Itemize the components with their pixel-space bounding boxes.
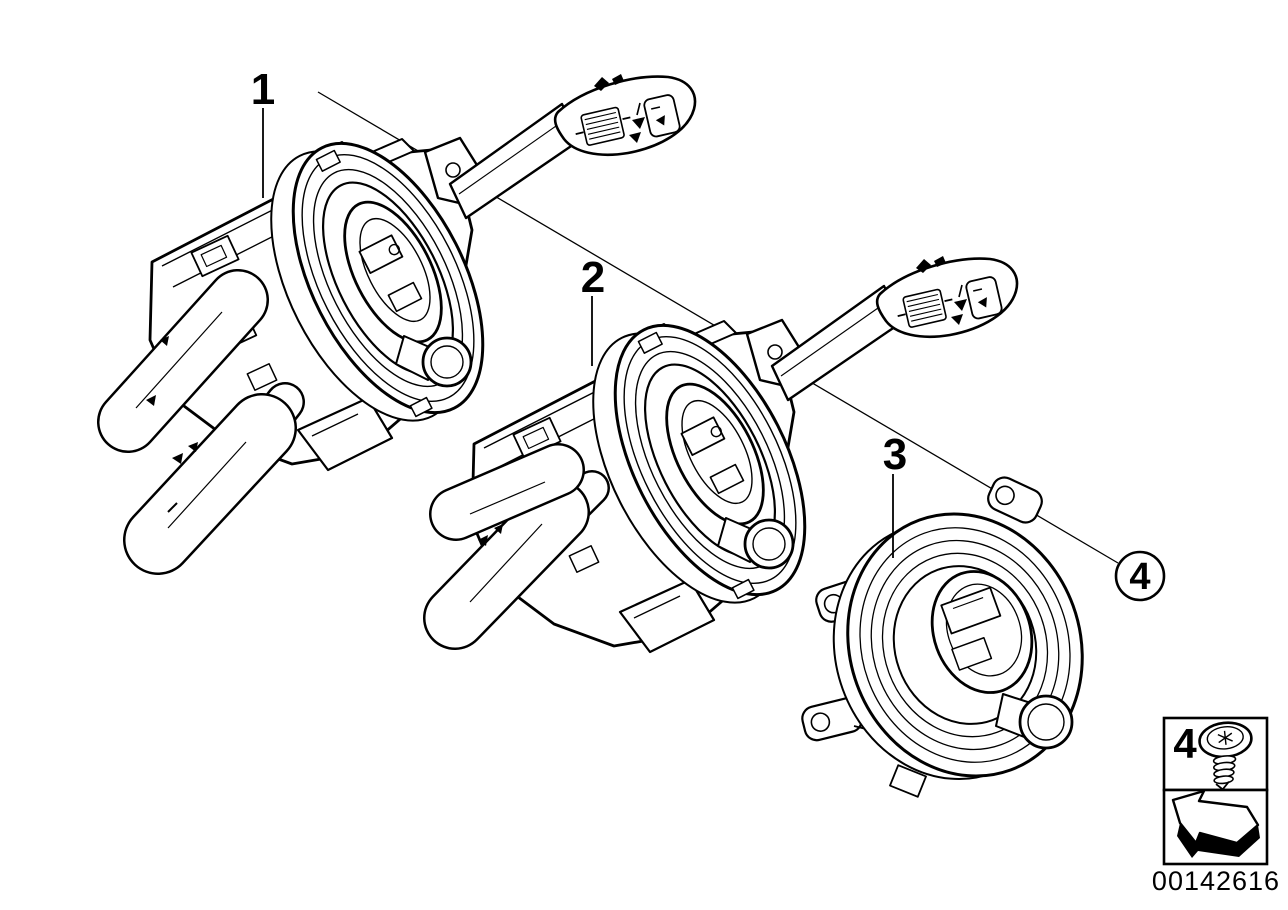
callout-4-label: 4: [1129, 556, 1150, 598]
callout-2[interactable]: 2: [581, 253, 605, 366]
callout-4-circle[interactable]: [1114, 550, 1166, 602]
return-arrow-icon: [1171, 789, 1260, 858]
callout-1[interactable]: 1: [251, 65, 275, 198]
callout-3[interactable]: 3: [883, 430, 907, 558]
callout-4-balloon[interactable]: 4: [1114, 550, 1166, 602]
callout-3-label[interactable]: 3: [883, 430, 907, 479]
callout-1-label[interactable]: 1: [251, 65, 275, 114]
switch-unit-1[interactable]: [97, 72, 697, 575]
switch-unit-2[interactable]: [423, 254, 1019, 654]
legend-item-label: 4: [1173, 720, 1197, 767]
torx-screw-icon: [1198, 721, 1253, 791]
callout-2-label[interactable]: 2: [581, 253, 605, 302]
coil-spring-cartridge[interactable]: [798, 474, 1118, 812]
document-number: 00142616: [1152, 866, 1280, 896]
legend: 4 00142616: [1152, 716, 1280, 896]
